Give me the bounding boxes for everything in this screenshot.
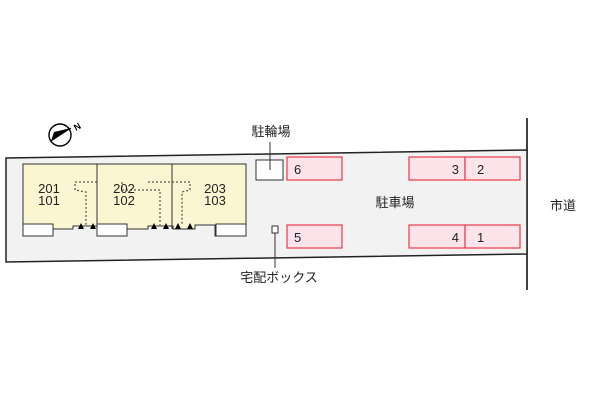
parking-spaces <box>286 156 521 249</box>
city-road-label: 市道 <box>550 198 576 214</box>
parking-number: 1 <box>477 230 484 245</box>
north-label: N <box>72 121 83 133</box>
parking-number: 4 <box>452 230 459 245</box>
unit-label-upper: 203 <box>204 181 226 196</box>
parking-number: 3 <box>452 162 459 177</box>
unit-label-lower: 103 <box>204 193 226 208</box>
parking-space-1 <box>464 224 521 249</box>
apartment-building <box>22 163 247 237</box>
porch-box <box>96 223 128 237</box>
entrance-markers <box>78 223 193 229</box>
parking-number: 5 <box>294 230 301 245</box>
unit-label-lower: 101 <box>38 193 60 208</box>
parking-number: 2 <box>477 162 484 177</box>
delivery-box-label: 宅配ボックス <box>240 271 318 286</box>
unit-label-upper: 202 <box>113 181 135 196</box>
delivery-box <box>271 225 279 234</box>
unit-label-lower: 102 <box>113 193 135 208</box>
porch-box <box>215 223 247 237</box>
parking-space-6 <box>286 156 343 181</box>
porch-box <box>22 223 54 237</box>
parking-number: 6 <box>294 162 301 177</box>
unit-label-upper: 201 <box>38 181 60 196</box>
bicycle-parking-label: 駐輪場 <box>251 124 290 140</box>
parking-lot-label: 駐車場 <box>375 196 414 211</box>
stair-path <box>74 181 191 225</box>
north-arrow-icon: N <box>48 121 83 147</box>
parking-space-5 <box>286 224 343 249</box>
parking-space-2 <box>464 156 521 181</box>
